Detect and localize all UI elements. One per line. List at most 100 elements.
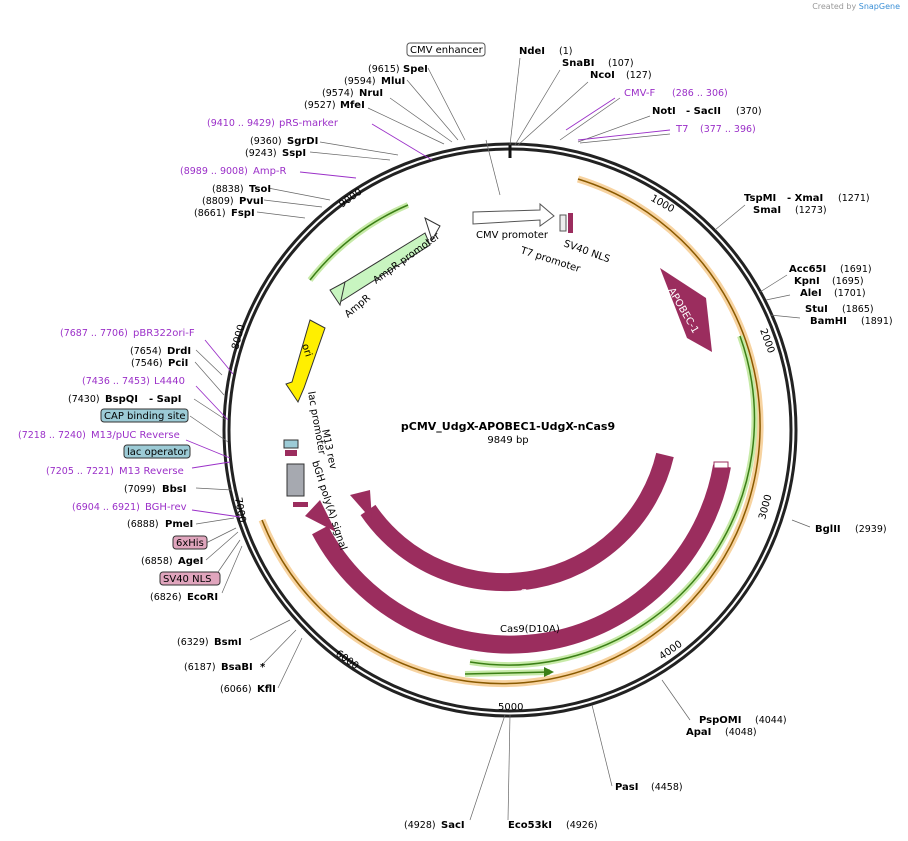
t7-promoter-box — [559, 214, 567, 232]
site-bsabi[interactable]: BsaBI — [221, 662, 253, 673]
sites-left: CMV enhancer SpeI (9615) MluI (9594) Nru… — [18, 42, 486, 831]
primer-bgh-rev[interactable]: BGH-rev — [145, 502, 187, 513]
tick-6000: 6000 — [333, 648, 360, 672]
ori-arrow — [285, 319, 326, 404]
site-pmei[interactable]: PmeI — [165, 519, 193, 530]
ampr-promoter-label: AmpR promoter — [371, 230, 442, 286]
nls-box-small — [293, 502, 308, 507]
site-pasi-pos: (4458) — [651, 782, 683, 793]
site-nrui-pos: (9574) — [322, 88, 354, 99]
site-pasi[interactable]: PasI — [615, 782, 638, 793]
ampr-promoter-arrow — [424, 216, 441, 242]
site-kfli-pos: (6066) — [220, 684, 252, 695]
sv40-nls-label-box[interactable] — [159, 571, 221, 586]
site-acc65i[interactable]: Acc65I — [789, 264, 826, 275]
site-agei[interactable]: AgeI — [178, 556, 203, 567]
site-snabi-pos: (107) — [608, 58, 634, 69]
site-stui-pos: (1865) — [842, 304, 874, 315]
site-nrui[interactable]: NruI — [359, 88, 383, 99]
site-noti[interactable]: NotI — [652, 106, 676, 117]
primer-l4440[interactable]: L4440 — [154, 376, 185, 387]
primer-prs-marker[interactable]: pRS-marker — [279, 118, 339, 129]
site-sgrdi[interactable]: SgrDI — [287, 136, 318, 147]
primer-amp-r[interactable]: Amp-R — [253, 166, 287, 177]
site-bbsi[interactable]: BbsI — [162, 484, 186, 495]
site-tsoi[interactable]: TsoI — [249, 184, 271, 195]
credit-prefix: Created by — [812, 2, 857, 11]
site-xmai[interactable]: - XmaI — [787, 193, 823, 204]
site-bsmi-pos: (6329) — [177, 637, 209, 648]
site-fspi-pos: (8661) — [194, 208, 226, 219]
site-saci[interactable]: SacI — [441, 820, 465, 831]
site-pvui[interactable]: PvuI — [239, 196, 264, 207]
site-bglii[interactable]: BglII — [815, 524, 841, 535]
cmv-enhancer-label: CMV enhancer — [410, 45, 484, 56]
green-arc-line — [469, 335, 756, 666]
site-pcii[interactable]: PciI — [168, 358, 188, 369]
site-bsmi[interactable]: BsmI — [214, 637, 242, 648]
cas9-arrowhead — [350, 490, 372, 520]
site-ncoi[interactable]: NcoI — [590, 70, 615, 81]
6xhis-box[interactable] — [172, 535, 208, 550]
green-arrowhead — [544, 667, 554, 677]
site-pmei-pos: (6888) — [127, 519, 159, 530]
site-fspi[interactable]: FspI — [231, 208, 255, 219]
site-sapi[interactable]: - SapI — [149, 394, 181, 405]
site-bamhi-pos: (1891) — [861, 316, 893, 327]
outer-orange-line — [261, 178, 761, 685]
sv40-nls-box — [568, 213, 573, 233]
site-ecori[interactable]: EcoRI — [187, 592, 218, 603]
site-acc65i-pos: (1691) — [840, 264, 872, 275]
site-mfei-pos: (9527) — [304, 100, 336, 111]
site-sspi[interactable]: SspI — [282, 148, 306, 159]
site-alei[interactable]: AleI — [800, 288, 822, 299]
primer-m13-puc-reverse[interactable]: M13/pUC Reverse — [91, 430, 180, 441]
site-ecori-pos: (6826) — [150, 592, 182, 603]
site-drdi-pos: (7654) — [130, 346, 162, 357]
site-drdi[interactable]: DrdI — [167, 346, 191, 357]
site-ndei[interactable]: NdeI — [519, 46, 545, 57]
sites-right: NdeI (1) SnaBI (107) NcoI (127) CMV-F (2… — [508, 46, 893, 831]
plasmid-name: pCMV_UdgX-APOBEC1-UdgX-nCas9 — [401, 420, 615, 433]
primer-pbr322ori-f[interactable]: pBR322ori-F — [133, 328, 195, 339]
lac-operator-label-box[interactable] — [123, 444, 191, 459]
snapgene-credit: Created by SnapGene — [812, 2, 900, 11]
cmv-enhancer-box[interactable] — [406, 42, 486, 57]
site-apai[interactable]: ApaI — [686, 727, 711, 738]
site-bglii-pos: (2939) — [855, 524, 887, 535]
site-bamhi[interactable]: BamHI — [810, 316, 847, 327]
site-pspomi[interactable]: PspOMI — [699, 715, 741, 726]
tick-5000: 5000 — [498, 702, 523, 713]
site-ncoi-pos: (127) — [626, 70, 652, 81]
6xhis-label: 6xHis — [176, 538, 204, 549]
primer-prs-marker-pos: (9410 .. 9429) — [207, 118, 275, 129]
site-spei[interactable]: SpeI — [403, 64, 428, 75]
site-ndei-pos: (1) — [559, 46, 572, 57]
site-bspqi[interactable]: BspQI — [105, 394, 138, 405]
site-tspmi[interactable]: TspMI — [744, 193, 776, 204]
site-smai[interactable]: SmaI — [753, 205, 781, 216]
green-arrow-bottom-line — [464, 671, 551, 675]
site-eco53ki[interactable]: Eco53kI — [508, 820, 552, 831]
site-sacii[interactable]: - SacII — [686, 106, 721, 117]
site-eco53ki-pos: (4926) — [566, 820, 598, 831]
cap-binding-site-box[interactable] — [100, 408, 189, 423]
lac-operator-label: lac operator — [127, 447, 188, 458]
site-apai-pos: (4048) — [725, 727, 757, 738]
primer-cmv-f[interactable]: CMV-F — [624, 88, 655, 99]
primer-m13-reverse[interactable]: M13 Reverse — [119, 466, 184, 477]
tick-7000: 7000 — [232, 497, 247, 524]
site-kpni[interactable]: KpnI — [794, 276, 820, 287]
site-mfei[interactable]: MfeI — [340, 100, 365, 111]
site-stui[interactable]: StuI — [805, 304, 828, 315]
cas9-d10a-arrowhead — [305, 500, 336, 532]
primer-l4440-pos: (7436 .. 7453) — [82, 376, 150, 387]
site-mlui-pos: (9594) — [344, 76, 376, 87]
cas9-arc — [360, 452, 674, 592]
site-kfli[interactable]: KflI — [257, 684, 276, 695]
primer-t7[interactable]: T7 — [675, 124, 688, 135]
site-snabi[interactable]: SnaBI — [562, 58, 594, 69]
site-pcii-pos: (7546) — [131, 358, 163, 369]
cas9-d10a-label: Cas9(D10A) — [500, 624, 560, 635]
site-mlui[interactable]: MluI — [381, 76, 405, 87]
